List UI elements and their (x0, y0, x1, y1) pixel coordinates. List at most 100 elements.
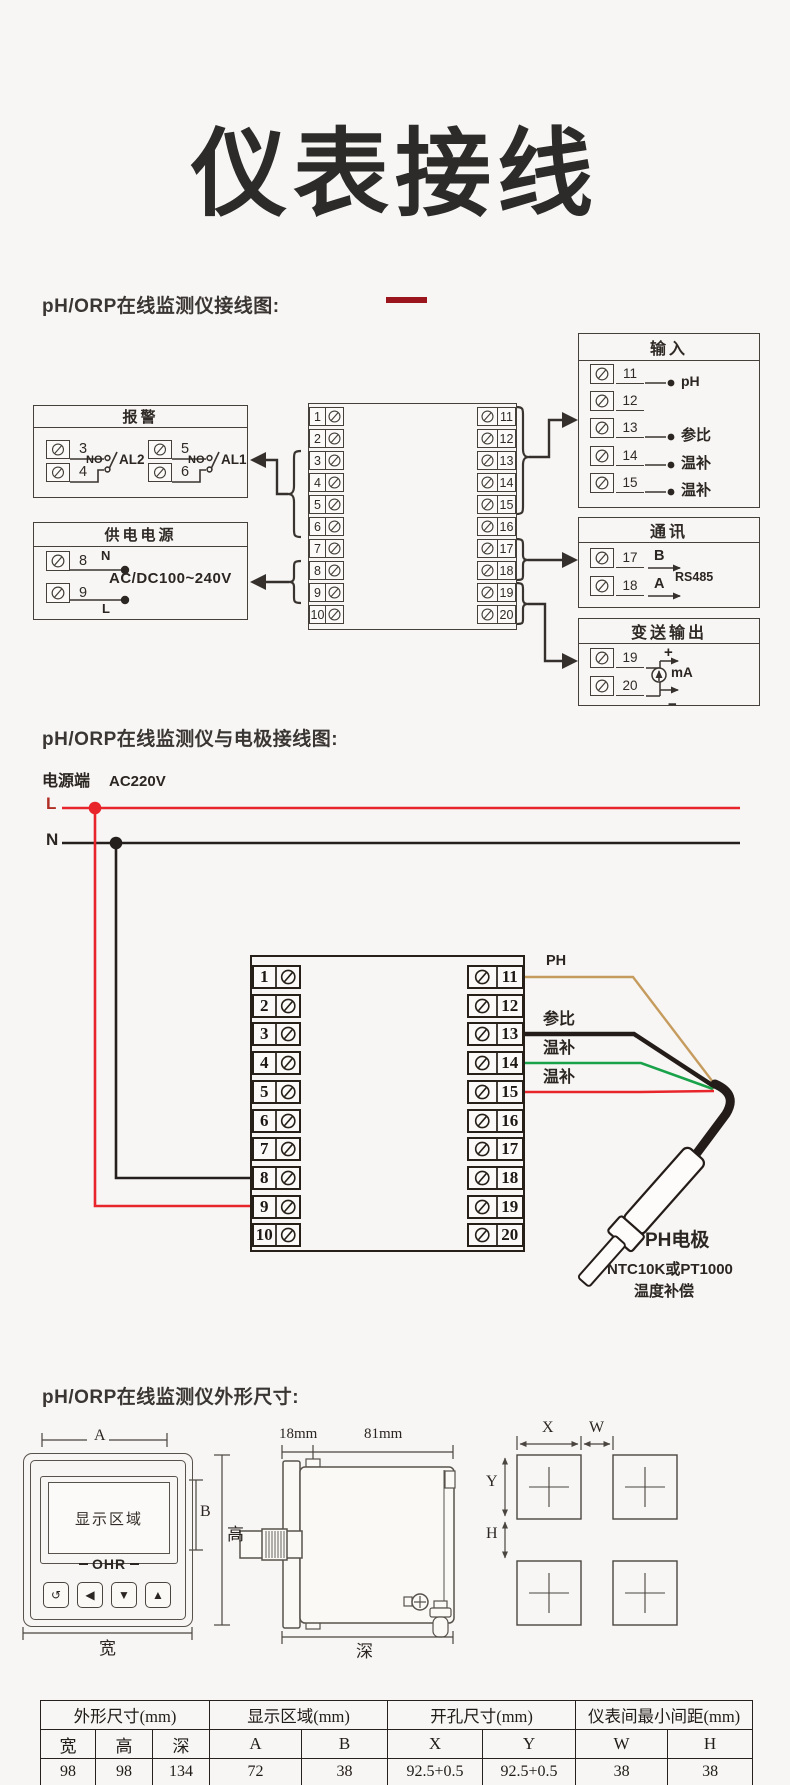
dim-height-label: 高 (227, 1525, 244, 1544)
dim-width-label: 宽 (99, 1639, 116, 1658)
terminal-18: 18 (477, 561, 516, 580)
screw-cell (469, 996, 496, 1016)
terminal-number: 18 (616, 576, 644, 596)
screw-cell (469, 1225, 496, 1245)
output-box: 变送输出 (578, 618, 760, 706)
terminal-number: 12 (495, 996, 523, 1016)
screw-icon (481, 542, 494, 555)
terminal-18: 18 (467, 1166, 524, 1190)
live-junction-dot (88, 801, 102, 815)
display-area-label: 显示区域 (74, 1510, 143, 1528)
screw-cell (469, 1053, 496, 1073)
terminal-11: 11 (477, 407, 516, 426)
comm-box: 通讯 (578, 517, 760, 608)
screw-cell (469, 1082, 496, 1102)
screw-cell (469, 1197, 496, 1217)
electrode-cable (689, 1079, 735, 1162)
alarm-switch-wires (70, 451, 220, 483)
d1-terminal-block (308, 403, 517, 630)
display-frame (40, 1476, 178, 1564)
terminal-2: 2 (309, 429, 344, 448)
d2-power-lines (62, 801, 740, 1208)
power-terminal-label: 电源端 (42, 773, 91, 790)
input-wires (645, 379, 675, 496)
terminal-number: 16 (495, 1111, 523, 1131)
output-unit-label: mA (671, 665, 693, 680)
neutral-label: N (46, 830, 59, 849)
side-view-drawing (239, 1458, 456, 1638)
brand-rule (78, 1563, 88, 1566)
screw-cell (469, 1024, 496, 1044)
input-ph-label: pH (681, 373, 700, 389)
screw-terminal (148, 463, 172, 482)
terminal-number: 14 (495, 1053, 523, 1073)
device-button-left: ◀ (77, 1582, 103, 1608)
terminal-3: 3 (309, 451, 344, 470)
screw-icon (280, 1026, 296, 1042)
table-col-header: Y (482, 1729, 577, 1759)
terminal-20: 20 (467, 1223, 524, 1247)
terminal-7: 7 (252, 1137, 301, 1161)
page-title: 仪表接线 (191, 121, 599, 228)
cutout-drawing (502, 1436, 678, 1626)
terminal-number: 11 (497, 408, 515, 425)
table-col-header: 宽 (40, 1729, 96, 1759)
screw-cell (478, 474, 497, 491)
terminal-14: 14 (467, 1051, 524, 1075)
dim-h-label: H (486, 1525, 498, 1542)
screw-cell (478, 452, 497, 469)
screw-cell (325, 452, 343, 469)
screw-icon (481, 454, 494, 467)
terminal-number: 6 (180, 464, 190, 480)
terminal-number: 13 (616, 418, 644, 438)
alarm-box-title: 报警 (34, 406, 247, 428)
screw-icon (280, 1170, 296, 1186)
supply-neutral-label: N (101, 548, 111, 563)
terminal-number: 3 (260, 1024, 269, 1043)
terminal-5: 5 (309, 495, 344, 514)
terminal-number: 20 (495, 1225, 523, 1245)
terminal-number: 16 (497, 518, 515, 535)
screw-cell (325, 518, 343, 535)
screw-icon (328, 476, 341, 489)
table-value: 92.5+0.5 (387, 1758, 484, 1785)
table-value: 72 (209, 1758, 303, 1785)
terminal-8: 8 (309, 561, 344, 580)
screw-terminal (148, 440, 172, 459)
dim-w-label: W (589, 1419, 605, 1436)
screw-terminal (590, 446, 614, 466)
table-value: 38 (667, 1758, 754, 1785)
screw-terminal (590, 418, 614, 438)
device-button-down: ▼ (111, 1582, 137, 1608)
alarm-box: 报警 (33, 405, 248, 498)
terminal-number: 9 (78, 585, 88, 601)
screw-terminal (590, 364, 614, 384)
screw-icon (51, 466, 65, 479)
terminal-number: 15 (497, 496, 515, 513)
terminal-number: 6 (314, 519, 321, 534)
up-arrow-icon: ▲ (152, 1588, 164, 1602)
terminal-number: 8 (314, 563, 321, 578)
terminal-10: 10 (252, 1223, 301, 1247)
terminal-number: 11 (495, 967, 523, 987)
front-view-outline (23, 1453, 193, 1627)
screw-cell (274, 996, 300, 1016)
terminal-number: 2 (314, 431, 321, 446)
screw-cell (274, 1225, 300, 1245)
ph-electrode-drawing (577, 1146, 706, 1287)
screw-cell (274, 1111, 300, 1131)
d2-electrode-wires (524, 975, 735, 1162)
dim-a-label: A (94, 1427, 106, 1444)
supply-wires (70, 565, 130, 605)
front-view-inner-outline (30, 1460, 186, 1620)
neutral-junction-dot (109, 836, 123, 850)
alarm1-switch-label: NO (86, 454, 103, 466)
terminal-number: 1 (314, 409, 321, 424)
screw-icon (328, 410, 341, 423)
power-voltage-label: AC220V (109, 773, 166, 790)
screw-icon (595, 394, 609, 408)
table-group-header: 外形尺寸(mm) (39, 1700, 211, 1730)
screw-icon (280, 1227, 296, 1243)
